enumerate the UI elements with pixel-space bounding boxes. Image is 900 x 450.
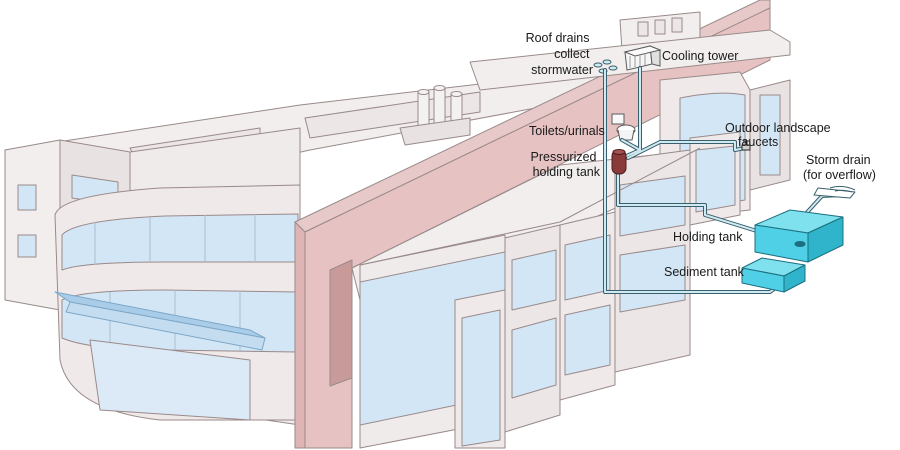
callout-labels: Roof drains collect stormwater Cooling t…: [526, 31, 876, 279]
label-cooling-tower: Cooling tower: [662, 49, 738, 63]
cooling-tower-unit: [623, 45, 662, 71]
label-holding-tank: Holding tank: [673, 230, 743, 244]
curved-glass-upper: [61, 213, 299, 271]
label-pressurized-tank: Pressurized holding tank: [531, 150, 601, 179]
toilet-fixture: [611, 113, 636, 141]
label-roof-drains: Roof drains collect stormwater: [526, 31, 593, 77]
label-sediment-tank: Sediment tank: [664, 265, 745, 279]
pink-wall-opening: [329, 259, 353, 387]
left-building-wing: [4, 69, 601, 426]
holding-tank: [754, 209, 844, 263]
sediment-tank: [741, 257, 806, 293]
label-outdoor-faucets: Outdoor landscape faucets: [725, 121, 834, 149]
faucet-icon: [741, 140, 751, 151]
pressurized-holding-tank: [611, 149, 627, 175]
storm-drain: [813, 185, 856, 199]
pink-wall-face: [294, 221, 306, 449]
left-end-block: [4, 139, 61, 311]
roof-stacks: [399, 85, 471, 146]
label-storm-drain: Storm drain (for overflow): [803, 153, 876, 182]
label-toilets: Toilets/urinals: [529, 124, 605, 138]
